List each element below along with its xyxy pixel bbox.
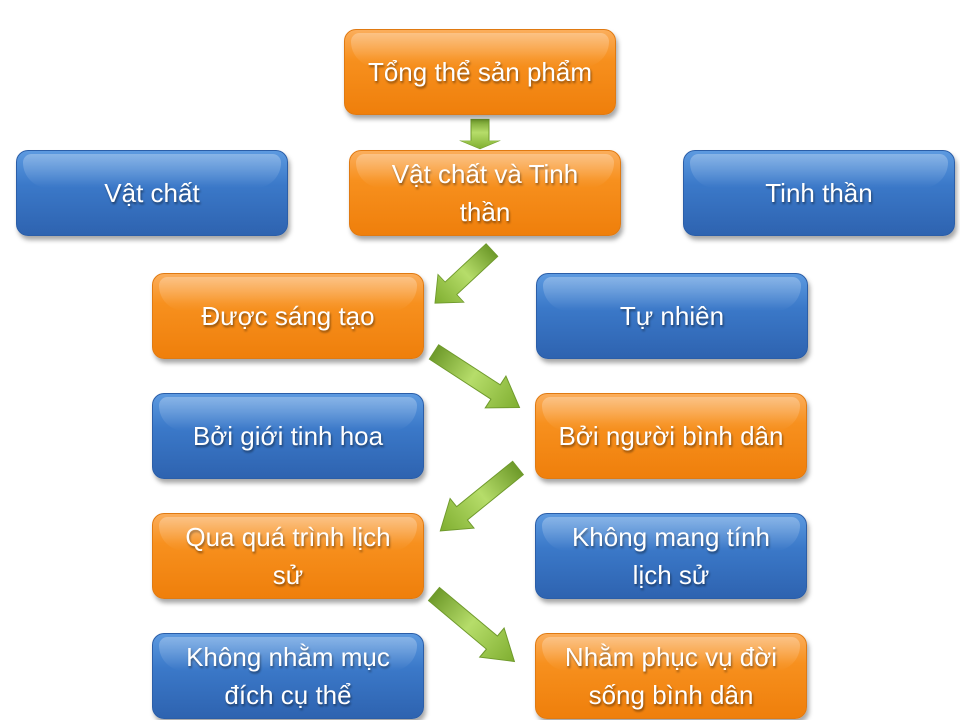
node-boi-nguoi-binh-dan: Bởi người bình dân bbox=[535, 393, 807, 479]
node-label: Qua quá trình lịch sử bbox=[185, 522, 391, 590]
node-vat-chat: Vật chất bbox=[16, 150, 288, 236]
node-label: Vật chất bbox=[104, 178, 200, 208]
arrow-down-left-icon bbox=[434, 243, 499, 304]
node-vat-chat-va-tinh-than: Vật chất và Tinh thần bbox=[349, 150, 621, 236]
node-tu-nhien: Tự nhiên bbox=[536, 273, 808, 359]
node-label: Tổng thể sản phẩm bbox=[367, 57, 593, 87]
node-qua-qua-trinh-lich-su: Qua quá trình lịch sử bbox=[152, 513, 424, 599]
node-label: Tinh thần bbox=[765, 178, 873, 208]
node-label: Tự nhiên bbox=[619, 301, 725, 331]
node-nham-phuc-vu-doi-song-binh-dan: Nhằm phục vụ đời sống bình dân bbox=[535, 633, 807, 719]
node-label: Bởi giới tinh hoa bbox=[192, 421, 384, 451]
arrow-down-right-icon bbox=[427, 586, 516, 663]
node-khong-nham-muc-dich-cu-the: Không nhằm mục đích cụ thể bbox=[152, 633, 424, 719]
node-label: Không nhằm mục đích cụ thể bbox=[186, 642, 390, 710]
node-label: Được sáng tạo bbox=[201, 301, 375, 331]
arrow-down-left-icon bbox=[439, 460, 525, 532]
node-label: Không mang tính lịch sử bbox=[571, 522, 771, 590]
node-khong-mang-tinh-lich-su: Không mang tính lịch sử bbox=[535, 513, 807, 599]
node-boi-gioi-tinh-hoa: Bởi giới tinh hoa bbox=[152, 393, 424, 479]
node-label: Vật chất và Tinh thần bbox=[391, 159, 579, 227]
arrow-down-icon bbox=[459, 118, 501, 150]
node-tinh-than: Tinh thần bbox=[683, 150, 955, 236]
node-duoc-sang-tao: Được sáng tạo bbox=[152, 273, 424, 359]
node-tong-the-san-pham: Tổng thể sản phẩm bbox=[344, 29, 616, 115]
node-label: Nhằm phục vụ đời sống bình dân bbox=[564, 642, 778, 710]
node-label: Bởi người bình dân bbox=[558, 421, 784, 451]
arrow-down-right-icon bbox=[428, 344, 521, 409]
